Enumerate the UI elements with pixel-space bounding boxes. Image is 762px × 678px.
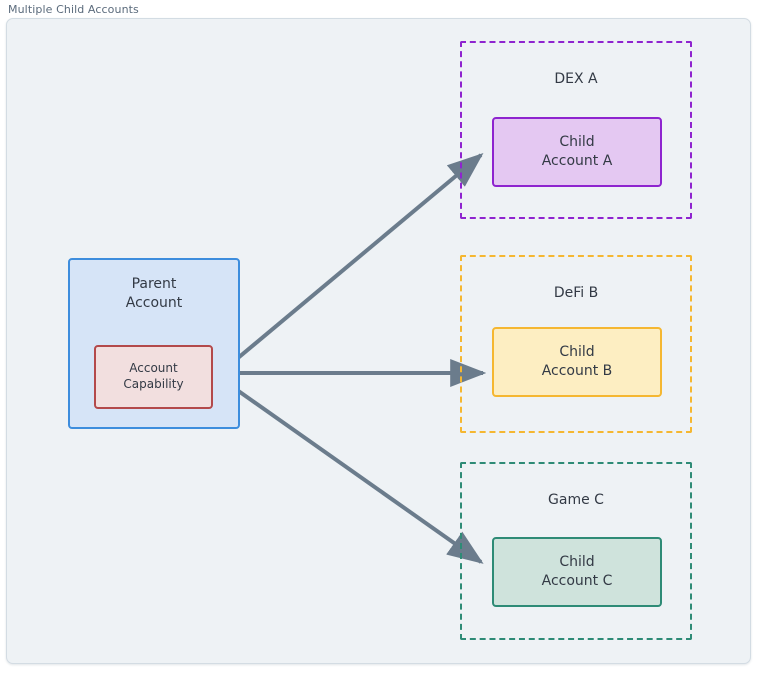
parent-account-label-line1: Parent xyxy=(131,276,177,292)
child-account-a-node[interactable]: Child Account A xyxy=(492,117,662,187)
group-defi-b-title: DeFi B xyxy=(553,285,599,301)
child-account-b-label-line2: Account B xyxy=(541,363,613,379)
group-dex-a[interactable]: DEX A xyxy=(460,41,692,219)
account-capability-label-line2: Capability xyxy=(123,377,184,391)
child-account-c-node[interactable]: Child Account C xyxy=(492,537,662,607)
account-capability-node[interactable]: Account Capability xyxy=(94,345,213,409)
child-account-c-label-line2: Account C xyxy=(541,573,613,589)
group-game-c[interactable]: Game C xyxy=(460,462,692,640)
group-defi-b[interactable]: DeFi B xyxy=(460,255,692,433)
group-game-c-title: Game C xyxy=(548,492,604,508)
child-account-a-label-line2: Account A xyxy=(541,153,613,169)
account-capability-label-line1: Account xyxy=(129,361,178,376)
diagram-caption: Multiple Child Accounts xyxy=(8,3,139,16)
child-account-c-label-line1: Child xyxy=(559,554,595,571)
child-account-b-node[interactable]: Child Account B xyxy=(492,327,662,397)
child-account-b-label-line1: Child xyxy=(559,344,595,361)
group-dex-a-title: DEX A xyxy=(554,71,598,87)
child-account-a-label-line1: Child xyxy=(559,134,595,151)
parent-account-label-line2: Account xyxy=(125,294,183,311)
